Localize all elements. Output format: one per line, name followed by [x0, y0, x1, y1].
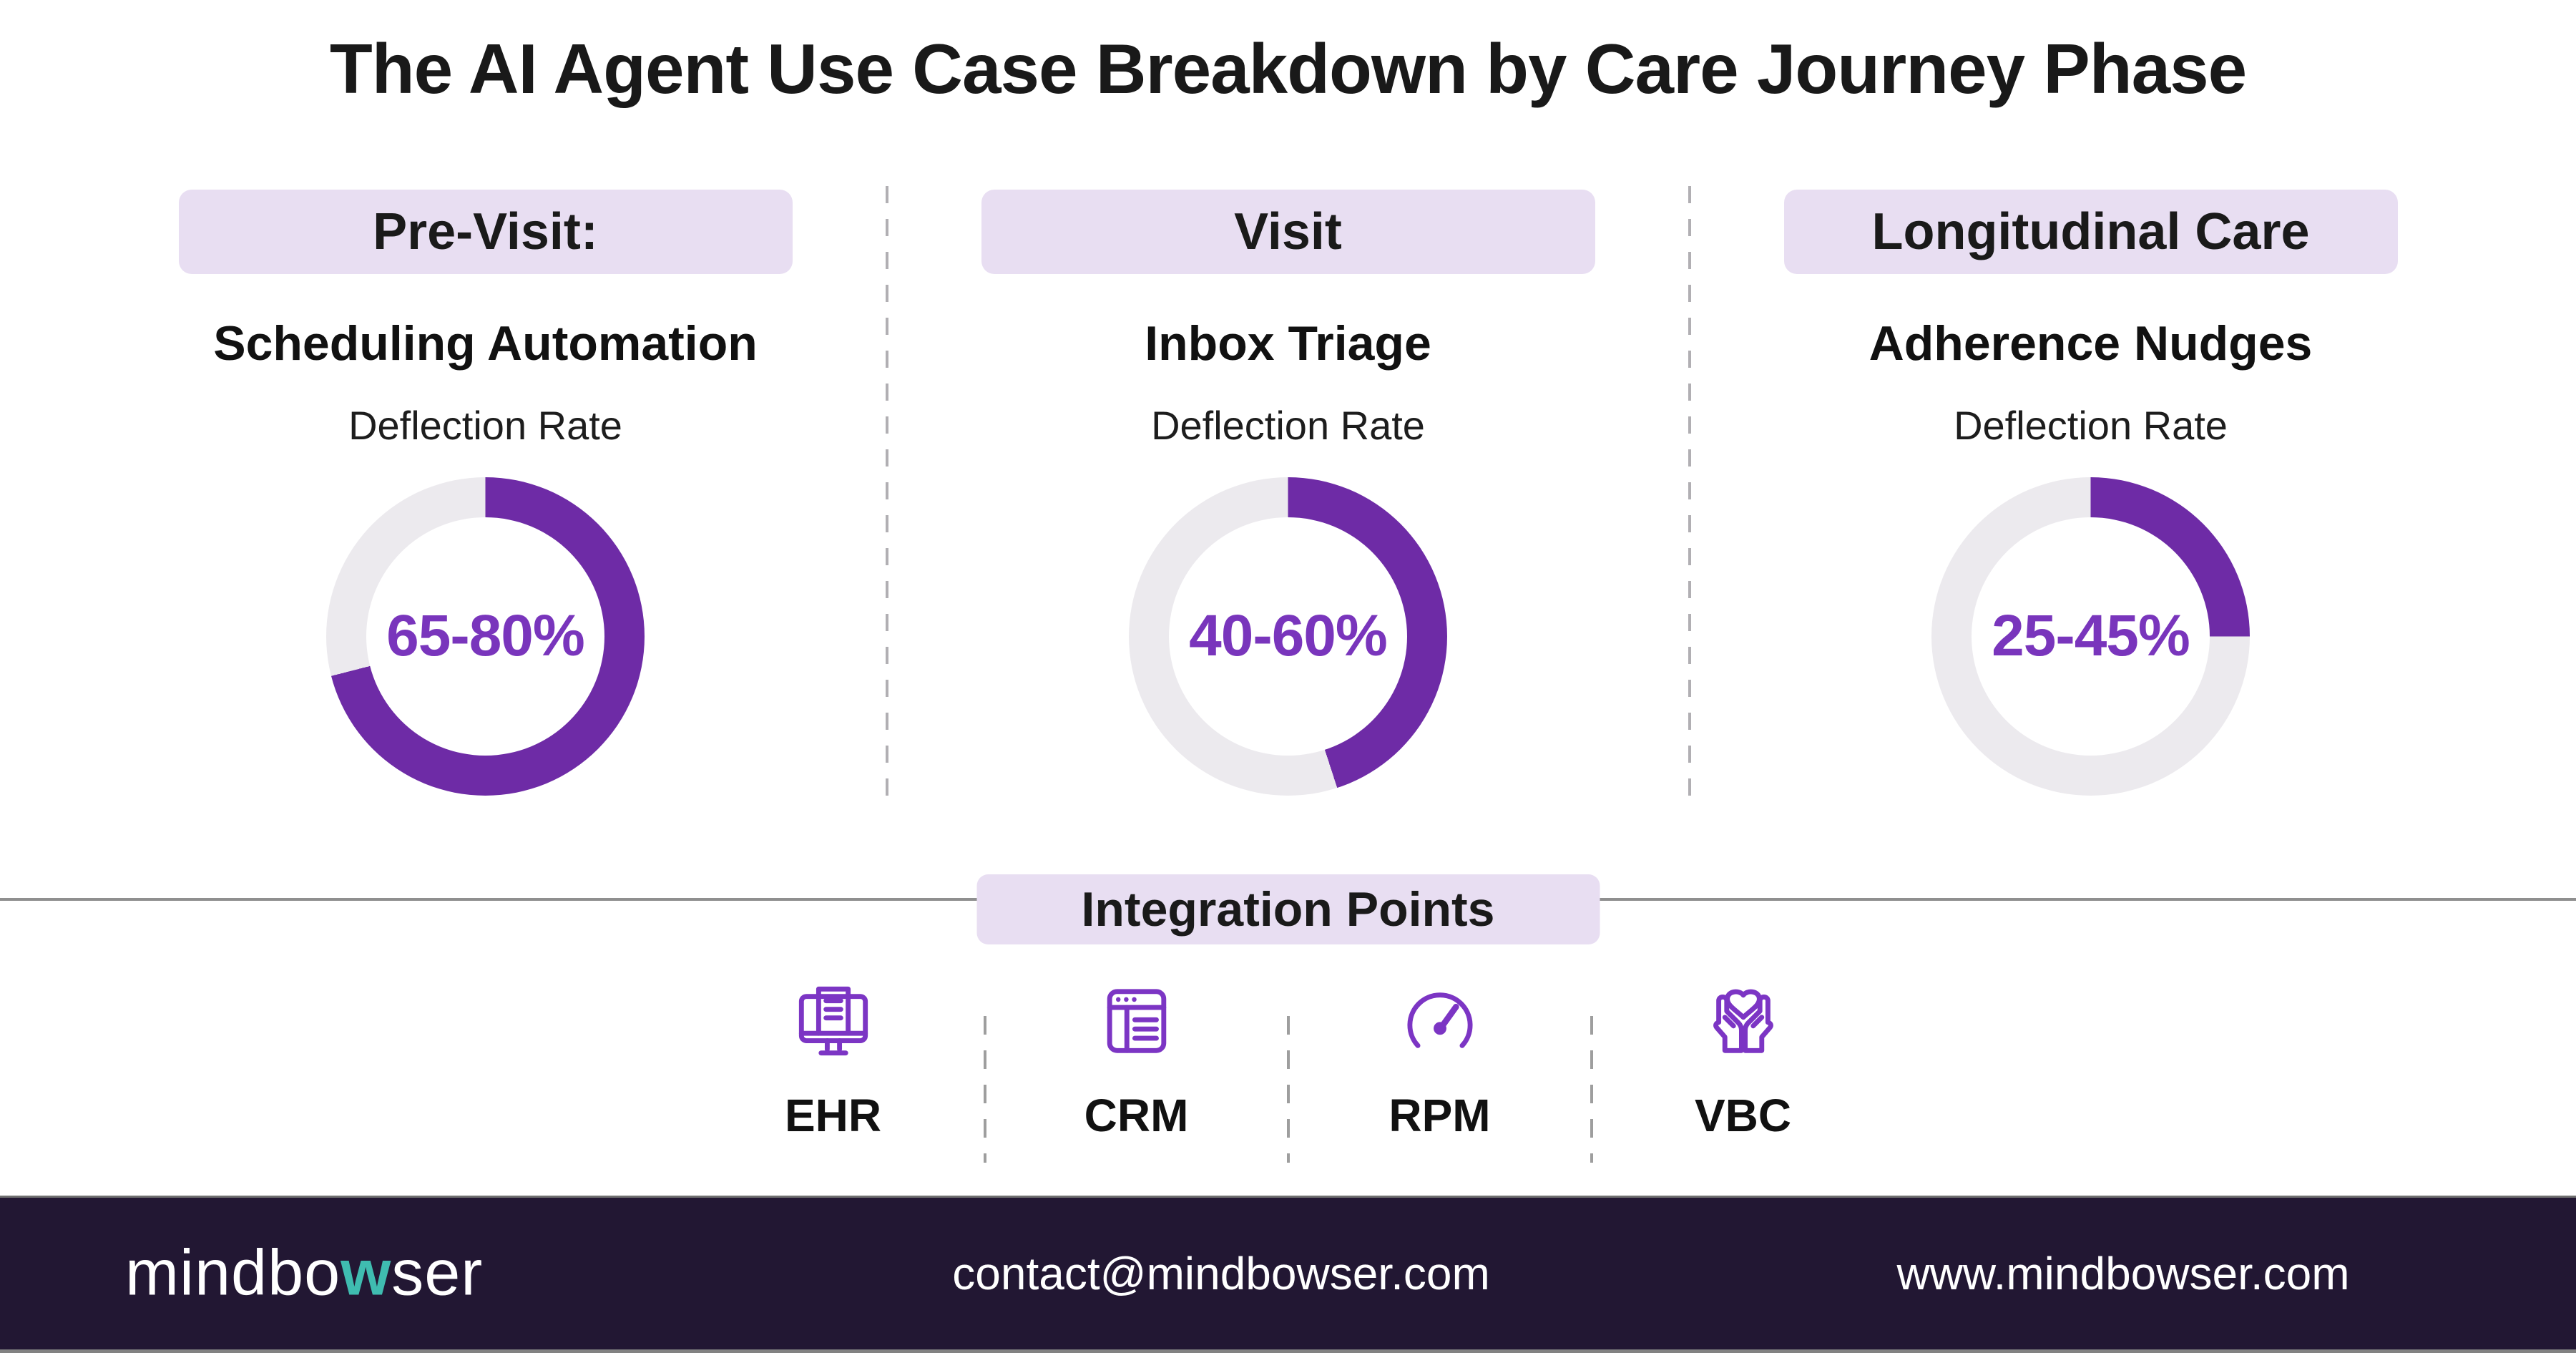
rpm-gauge-icon	[1406, 992, 1473, 1048]
website-url: www.mindbowser.com	[1896, 1248, 2350, 1299]
metric-label: Deflection Rate	[1954, 402, 2228, 448]
integration-points-title: Integration Points	[1081, 882, 1495, 937]
column-divider	[1688, 186, 1691, 801]
phase-header-label: Visit	[1234, 203, 1342, 260]
crm-window-icon	[1107, 989, 1166, 1053]
integration-item-label: EHR	[784, 1090, 882, 1141]
donut-chart-visit: 40-60%	[1129, 477, 1447, 796]
logo-text: mindbo	[125, 1237, 341, 1309]
integration-item-label: VBC	[1694, 1090, 1792, 1141]
integration-points-row: EHR CRM RPM	[682, 982, 1895, 1163]
phase-header-longitudinal-care: Longitudinal Care	[1783, 190, 2398, 274]
phase-column-longitudinal-care: Longitudinal Care Adherence Nudges Defle…	[1690, 182, 2492, 805]
ehr-monitor-icon	[798, 986, 868, 1056]
phase-header-label: Longitudinal Care	[1871, 203, 2310, 260]
metric-label: Deflection Rate	[348, 402, 622, 448]
integration-item-label: CRM	[1084, 1090, 1189, 1141]
vbc-hands-heart-icon	[1713, 989, 1773, 1053]
use-case-label: Adherence Nudges	[1869, 316, 2313, 371]
column-divider	[885, 186, 888, 801]
phase-column-visit: Visit Inbox Triage Deflection Rate 40-60…	[887, 182, 1690, 805]
page-title: The AI Agent Use Case Breakdown by Care …	[329, 29, 2247, 108]
footer-bar: mindbowser contact@mindbowser.com www.mi…	[0, 1196, 2576, 1353]
logo-accent-w: w	[341, 1237, 392, 1309]
phase-column-pre-visit: Pre-Visit: Scheduling Automation Deflect…	[84, 182, 887, 805]
phase-header-label: Pre-Visit:	[373, 203, 598, 260]
integration-item-vbc: VBC	[1592, 982, 1895, 1142]
metric-label: Deflection Rate	[1151, 402, 1425, 448]
use-case-label: Scheduling Automation	[213, 316, 758, 371]
integration-divider	[1590, 1016, 1593, 1163]
use-case-label: Inbox Triage	[1145, 316, 1431, 371]
donut-chart-pre-visit: 65-80%	[326, 477, 645, 796]
donut-chart-longitudinal-care: 25-45%	[1931, 477, 2250, 796]
logo-text: ser	[391, 1237, 484, 1309]
deflection-rate-value: 40-60%	[1189, 603, 1388, 669]
integration-item-rpm: RPM	[1288, 982, 1592, 1142]
deflection-rate-value: 25-45%	[1992, 603, 2190, 669]
integration-item-ehr: EHR	[682, 982, 985, 1142]
integration-divider	[983, 1016, 986, 1163]
deflection-rate-value: 65-80%	[386, 603, 585, 669]
phase-header-visit: Visit	[981, 190, 1595, 274]
mindbowser-logo: mindbowser	[125, 1237, 483, 1311]
integration-item-crm: CRM	[985, 982, 1288, 1142]
integration-divider	[1286, 1016, 1290, 1163]
contact-email: contact@mindbowser.com	[952, 1248, 1490, 1299]
phase-header-pre-visit: Pre-Visit:	[178, 190, 793, 274]
integration-points-header: Integration Points	[976, 874, 1600, 944]
integration-item-label: RPM	[1389, 1090, 1491, 1141]
care-journey-phases-section: Pre-Visit: Scheduling Automation Deflect…	[84, 182, 2492, 805]
